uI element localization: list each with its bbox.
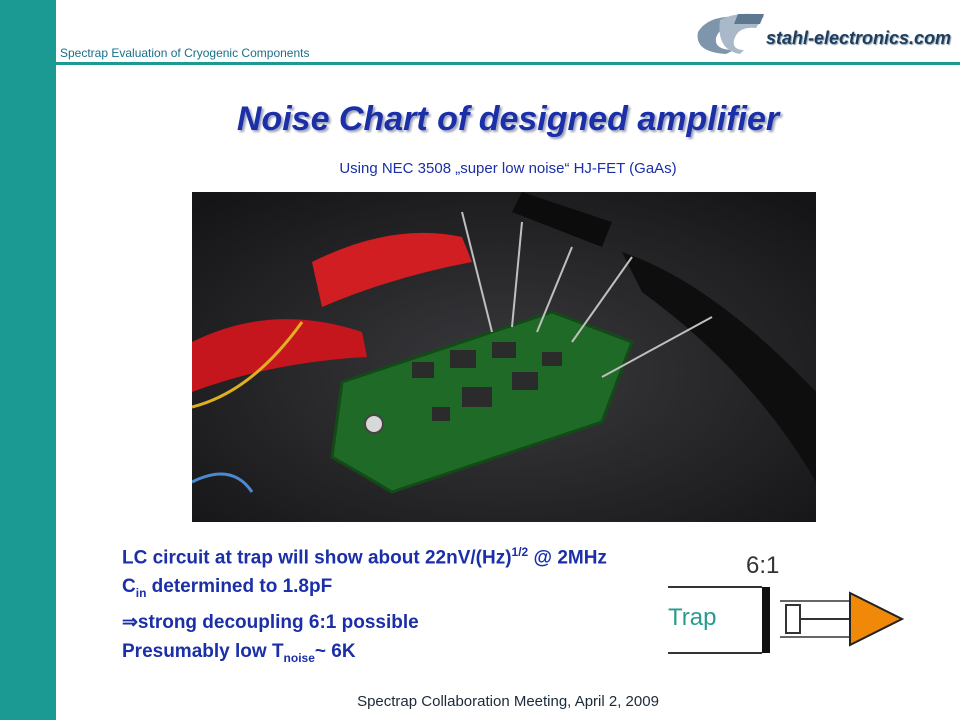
trap-plate-icon [762,587,770,653]
trap-amplifier-diagram: 6:1 Trap [668,552,905,654]
bullet-line-1: LC circuit at trap will show about 22nV/… [122,545,607,569]
photo-illustration [192,192,816,522]
implies-arrow-icon: ⇒ [122,612,138,634]
header-subtitle: Spectrap Evaluation of Cryogenic Compone… [60,46,310,60]
bullet-list: LC circuit at trap will show about 22nV/… [122,538,607,673]
bullet-line-4: Presumably low Tnoise~ 6K [122,641,356,665]
bullet-line-3: ⇒strong decoupling 6:1 possible [122,612,419,634]
slide-subtitle: Using NEC 3508 „super low noise“ HJ-FET … [339,160,677,177]
footer-text: Spectrap Collaboration Meeting, April 2,… [357,693,659,710]
circuit-board-photo [192,192,816,522]
trap-label: Trap [668,604,716,631]
swoosh-logo-icon [697,13,764,54]
bullet-line-2: Cin determined to 1.8pF [122,576,333,601]
logo-text: stahl-electronics.com [766,28,952,48]
slide-title: Noise Chart of designed amplifier [236,100,780,138]
amplifier-triangle-icon [849,591,905,647]
ratio-label: 6:1 [746,552,779,579]
sidebar-band [0,0,56,720]
header-divider [56,62,960,65]
electrode-icon [785,604,801,634]
